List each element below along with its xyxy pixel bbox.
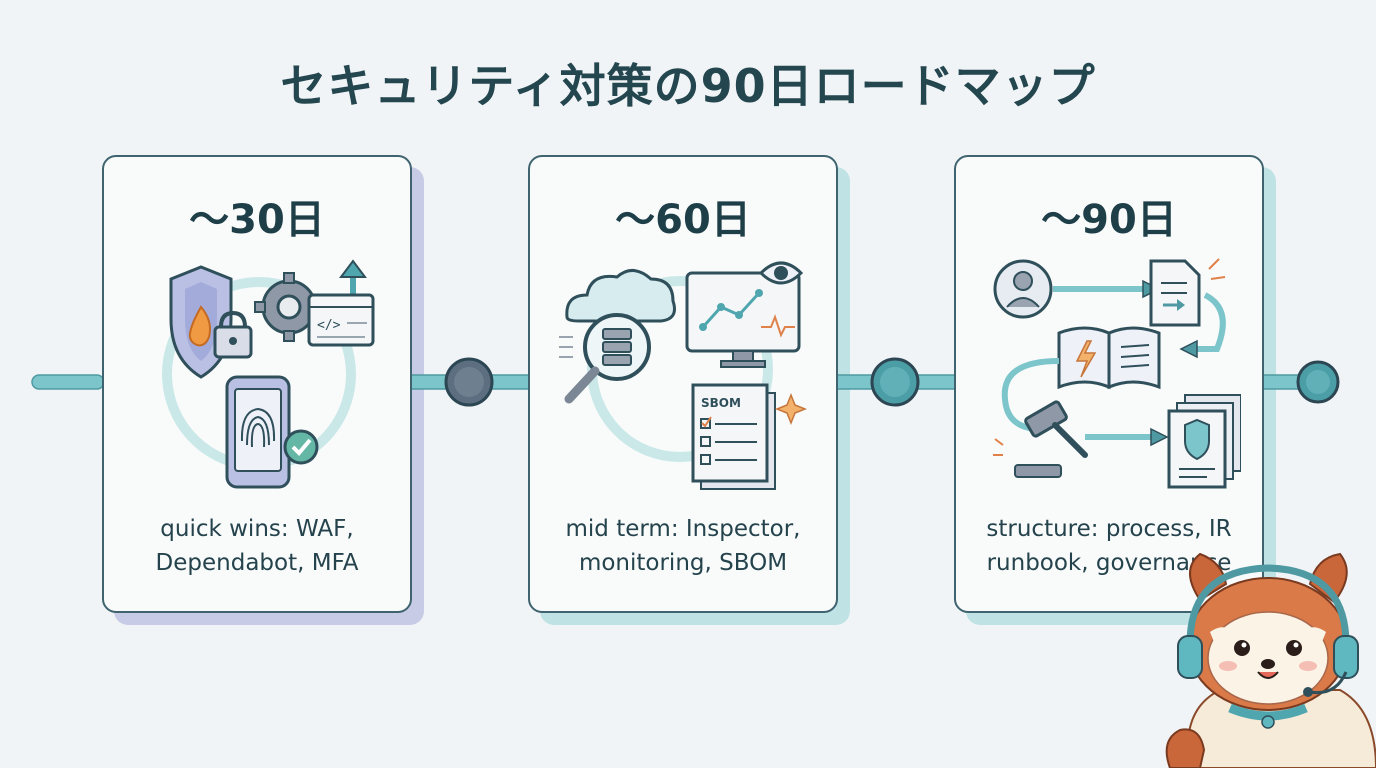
phase-description-line1: mid term: Inspector, [565,516,801,542]
shield-fire-icon [169,265,233,379]
check-badge-icon [283,429,319,465]
gavel-icon [993,400,1088,478]
sparkle-icon [774,392,808,426]
phase-card-90: 〜90日 [954,155,1276,625]
phone-fingerprint-icon [225,375,291,489]
phase-card-60: 〜60日 [528,155,850,625]
gear-icon [254,272,317,342]
cloud-icon [565,269,676,323]
policy-documents-icon [1167,394,1241,489]
code-window-icon: </> [307,293,375,347]
phase-period: 〜90日 [1041,197,1177,243]
phase-period: 〜30日 [189,197,325,243]
sbom-label: SBOM [701,396,741,410]
document-icon [1149,258,1226,327]
phase-description-line2: Dependabot, MFA [155,550,359,576]
eye-icon [758,261,804,285]
phase-card-30: 〜30日 </> [102,155,424,625]
phase-description-line1: quick wins: WAF, [160,516,354,542]
structure-illustration [993,258,1241,489]
timeline-node [870,357,920,407]
phase-description-line2: monitoring, SBOM [578,550,788,576]
sbom-document-icon: SBOM [691,383,776,490]
phase-description-line1: structure: process, IR [986,516,1232,542]
timeline-node [1296,360,1340,404]
phase-period: 〜60日 [615,197,751,243]
page-title: セキュリティ対策の90日ロードマップ [280,59,1096,113]
user-icon [993,259,1053,319]
runbook-book-icon [1057,326,1161,390]
magnifier-server-icon [559,313,651,404]
timeline-node [444,357,494,407]
lock-icon [213,310,253,359]
quick-wins-illustration: </> [162,259,375,489]
mid-term-illustration: SBOM [559,261,808,490]
red-panda-mascot-icon [1165,552,1376,768]
svg-text:</>: </> [317,318,341,333]
monitor-chart-icon [685,271,801,368]
